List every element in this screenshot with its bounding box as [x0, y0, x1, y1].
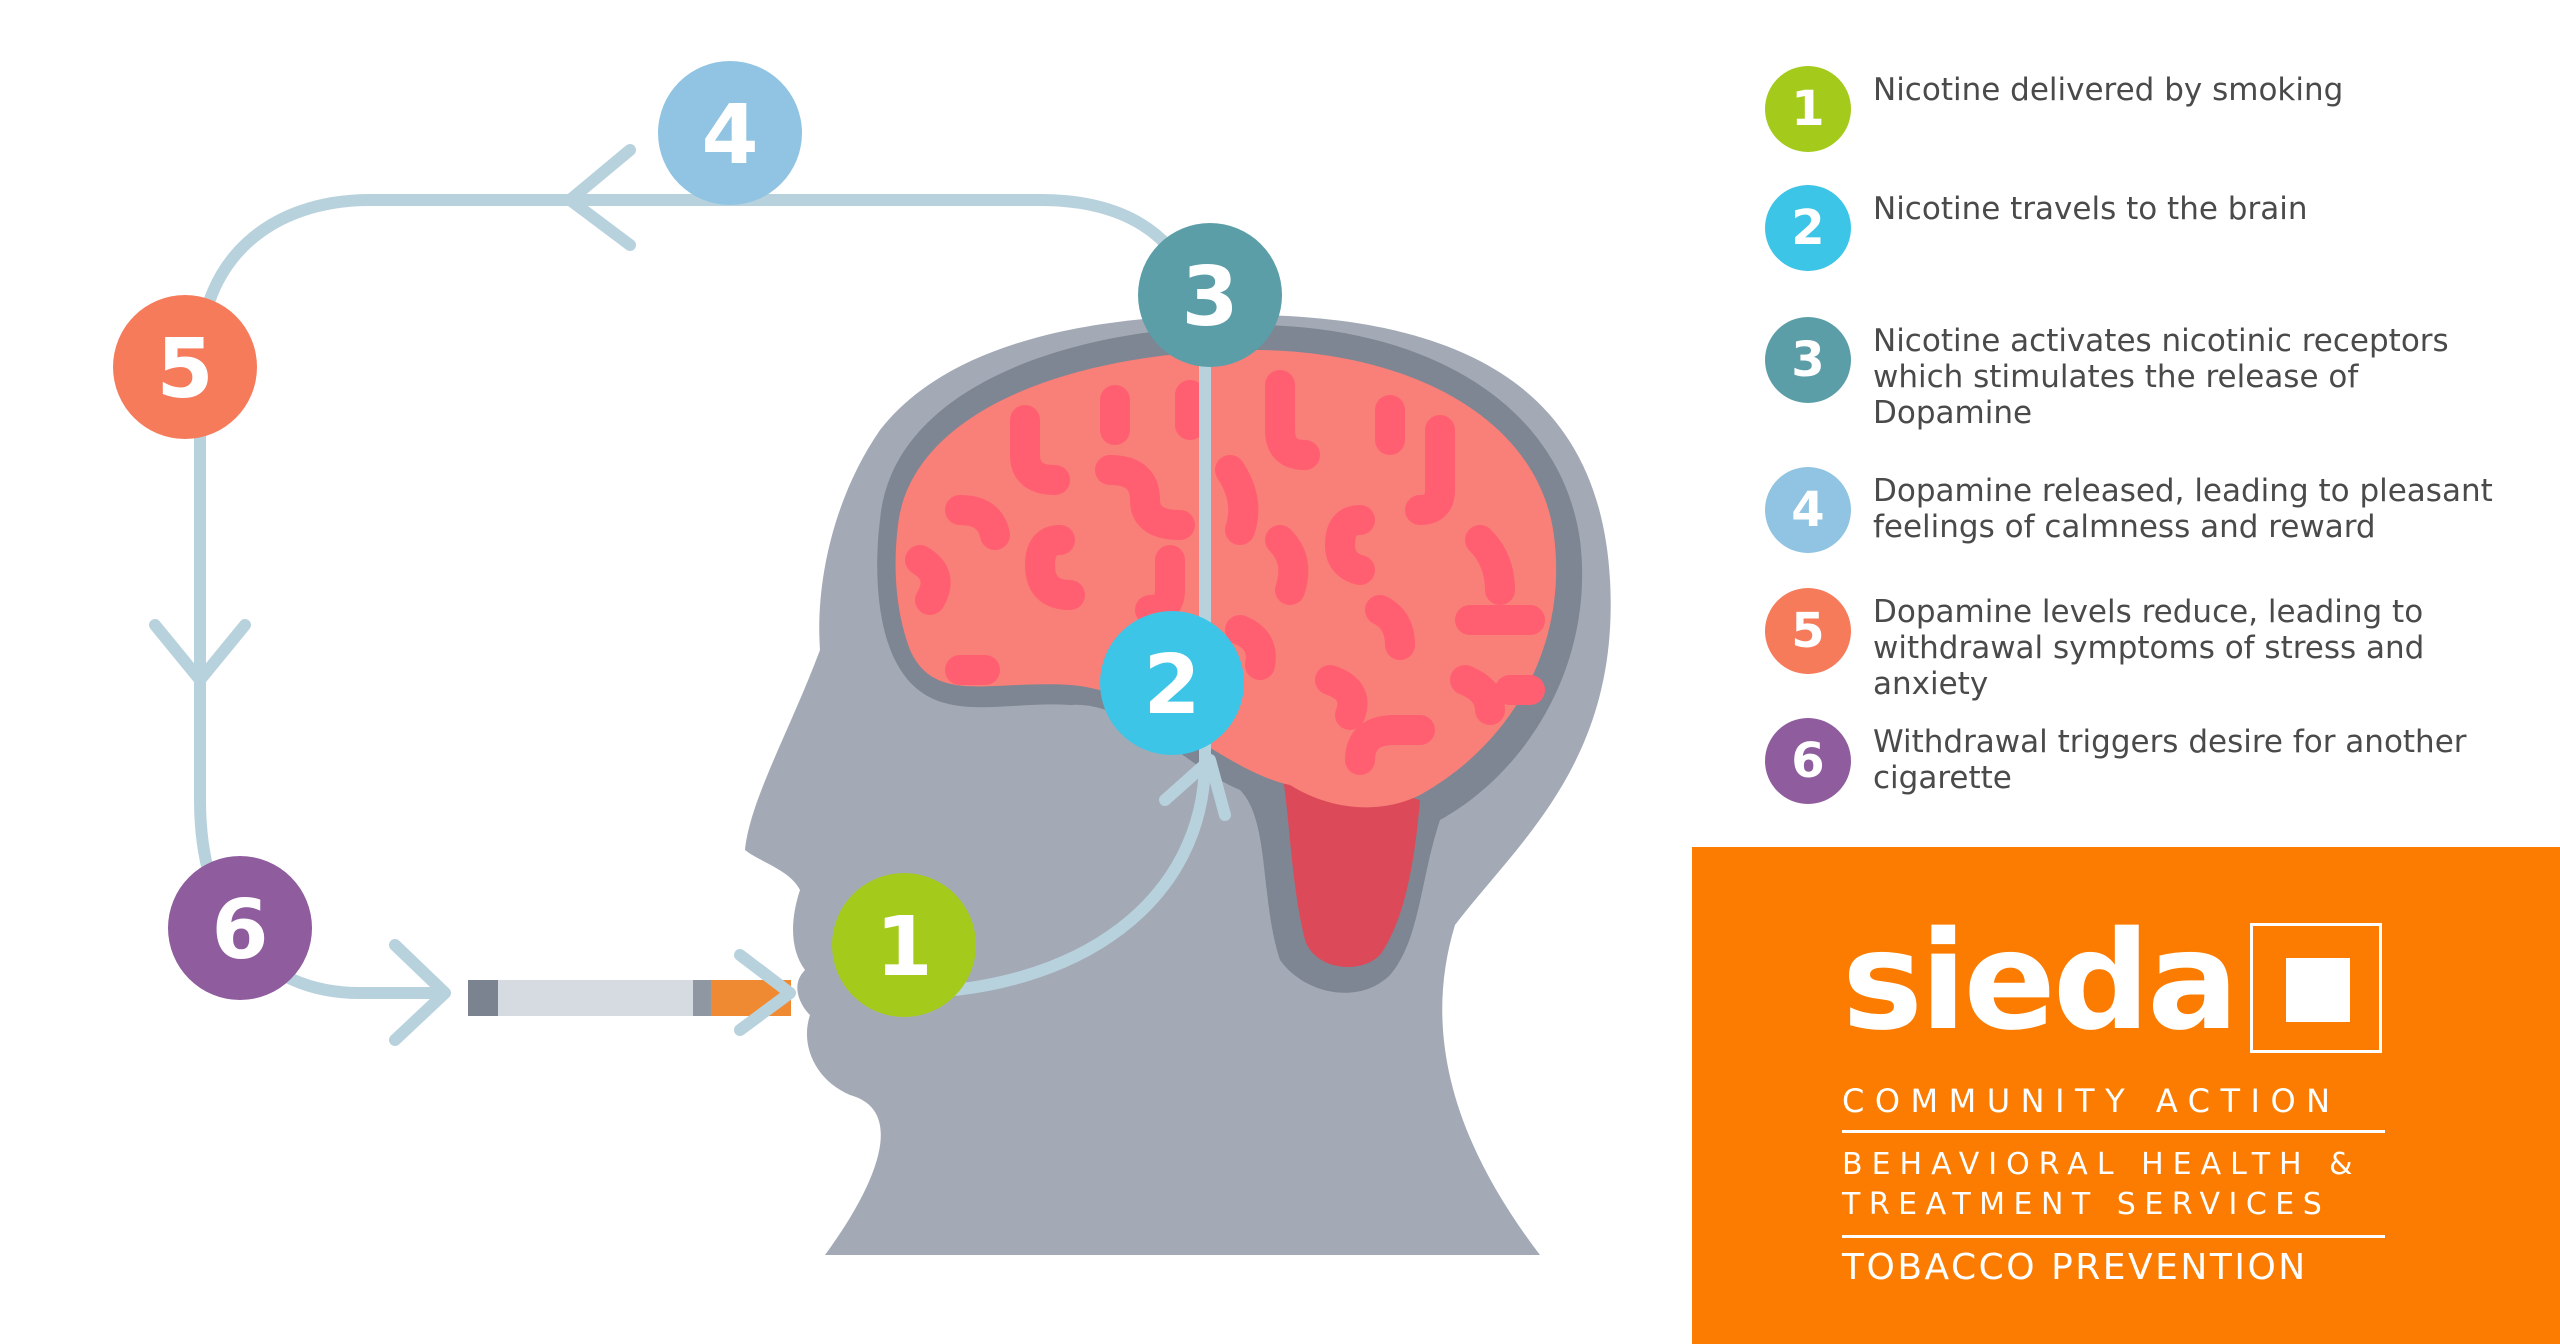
brand-divider-1: [1842, 1130, 2385, 1133]
marker-1-number: 1: [875, 900, 932, 995]
brand-treatment-services: TREATMENT SERVICES: [1842, 1187, 2331, 1222]
brand-community-action: COMMUNITY ACTION: [1842, 1082, 2341, 1120]
marker-1: 1: [832, 873, 976, 1017]
legend-text-3: Nicotine activates nicotinic receptors w…: [1873, 323, 2449, 431]
marker-3-number: 3: [1181, 250, 1238, 345]
marker-4-number: 4: [701, 88, 758, 183]
legend-item-5: 5 Dopamine levels reduce, leading to wit…: [1765, 588, 2493, 702]
legend-text-1: Nicotine delivered by smoking: [1873, 72, 2344, 108]
legend-text-2: Nicotine travels to the brain: [1873, 191, 2308, 227]
legend-text-4: Dopamine released, leading to pleasant f…: [1873, 473, 2493, 545]
brain-stem: [1280, 760, 1420, 967]
marker-5-number: 5: [156, 322, 213, 417]
marker-3: 3: [1138, 223, 1282, 367]
legend-text-6: Withdrawal triggers desire for another c…: [1873, 724, 2467, 796]
logo-square-icon: [2250, 923, 2382, 1053]
brand-behavioral-health: BEHAVIORAL HEALTH &: [1842, 1147, 2362, 1182]
nicotine-cycle-diagram: 1 2 3 4 5 6: [113, 61, 1611, 1255]
brain-folds: [905, 370, 1545, 775]
brand-divider-2: [1842, 1235, 2385, 1238]
legend-badge-6: 6: [1765, 718, 1851, 804]
legend-item-1: 1 Nicotine delivered by smoking: [1765, 66, 2493, 152]
marker-4: 4: [658, 61, 802, 205]
legend-text-5: Dopamine levels reduce, leading to withd…: [1873, 594, 2425, 702]
legend-badge-3: 3: [1765, 317, 1851, 403]
legend-item-2: 2 Nicotine travels to the brain: [1765, 185, 2493, 271]
marker-6-number: 6: [211, 883, 268, 978]
cigarette-body: [498, 980, 693, 1016]
cigarette-ash: [468, 980, 498, 1016]
marker-6: 6: [168, 856, 312, 1000]
legend-item-3: 3 Nicotine activates nicotinic receptors…: [1765, 317, 2493, 431]
logo-square-fill: [2286, 958, 2350, 1022]
legend-badge-2: 2: [1765, 185, 1851, 271]
brand-tobacco-prevention: TOBACCO PREVENTION: [1842, 1247, 2308, 1288]
marker-5: 5: [113, 295, 257, 439]
legend-badge-4: 4: [1765, 467, 1851, 553]
marker-2: 2: [1100, 611, 1244, 755]
legend-badge-5: 5: [1765, 588, 1851, 674]
cigarette: [468, 980, 791, 1016]
brand-name: sieda: [1842, 903, 2239, 1061]
brain: [895, 349, 1557, 808]
marker-2-number: 2: [1143, 638, 1200, 733]
sieda-brand-box: sieda COMMUNITY ACTION BEHAVIORAL HEALTH…: [1692, 847, 2560, 1344]
legend-item-6: 6 Withdrawal triggers desire for another…: [1765, 718, 2493, 804]
cigarette-band: [693, 980, 711, 1016]
legend-item-4: 4 Dopamine released, leading to pleasant…: [1765, 467, 2493, 553]
legend-badge-1: 1: [1765, 66, 1851, 152]
